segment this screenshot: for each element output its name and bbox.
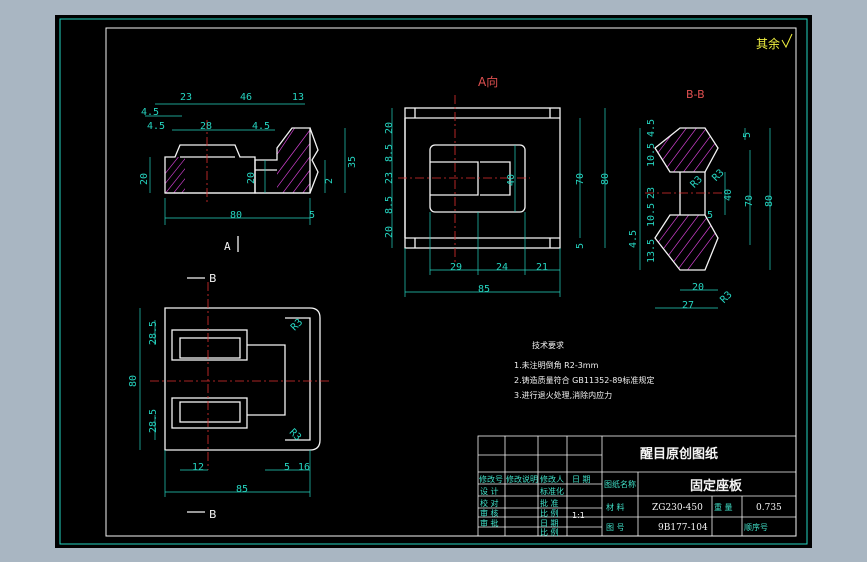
front-dim-20a: 20 <box>139 173 150 185</box>
tb-row-mid-1: 标准化 <box>540 486 564 496</box>
view-a-label: A向 <box>478 74 498 89</box>
tb-row-mid-0: 修改说明 <box>506 474 538 484</box>
viewa-dim-20b: 20 <box>384 226 395 238</box>
viewa-dim-80: 80 <box>600 173 611 185</box>
tb-row-extra-1: 日 期 <box>572 475 591 484</box>
viewa-dim-23: 23 <box>384 172 395 184</box>
top-dim-16: 16 <box>298 462 310 473</box>
front-dim-4-5b: 4.5 <box>147 121 165 132</box>
tb-row-mid-2: 批 准 <box>540 498 559 508</box>
bb-dim-4-5b: 4.5 <box>628 230 639 248</box>
front-dim-20b: 20 <box>246 172 257 184</box>
top-view <box>139 282 330 497</box>
tb-row-left-2: 校 对 <box>480 498 499 508</box>
front-dim-46: 46 <box>240 92 252 103</box>
tech-note-3: 3.进行退火处理,消除内应力 <box>514 390 612 400</box>
drawing-frame <box>105 27 797 537</box>
viewa-dim-20a: 20 <box>384 122 395 134</box>
viewa-dim-24: 24 <box>496 262 508 273</box>
roughness-check-icon <box>781 33 793 49</box>
viewa-dim-21: 21 <box>536 262 548 273</box>
tb-row-left-4: 审 批 <box>480 518 499 528</box>
top-marker-b-top: B <box>209 272 217 285</box>
bb-dim-4-5a: 4.5 <box>646 119 657 137</box>
tech-notes-heading: 技术要求 <box>532 340 564 350</box>
part-name-label: 图纸名称 <box>604 479 636 489</box>
tb-row-mid-4: 日 期 <box>540 519 559 528</box>
bb-dim-5b: 5 <box>707 210 713 221</box>
tb-row-left-0: 修改号 <box>479 474 503 484</box>
bb-dim-80: 80 <box>764 195 775 207</box>
front-dim-2: 2 <box>324 178 335 184</box>
scale-value: 1:1 <box>572 511 585 520</box>
part-name: 固定座板 <box>690 478 743 494</box>
tech-note-1: 1.未注明倒角 R2-3mm <box>514 360 599 370</box>
tb-row-left-1: 设 计 <box>480 486 499 496</box>
bb-dim-23: 23 <box>646 187 657 199</box>
title-block <box>477 435 797 537</box>
front-hatch-left <box>165 157 185 193</box>
top-dim-85: 85 <box>236 484 248 495</box>
view-a <box>391 95 606 297</box>
viewa-dim-8-5b: 8.5 <box>384 196 395 214</box>
sheet-border <box>59 18 808 545</box>
viewa-dim-8-5a: 8.5 <box>384 144 395 162</box>
front-dim-80: 80 <box>230 210 242 221</box>
front-dim-28: 28 <box>200 121 212 132</box>
top-dim-28-5a: 28.5 <box>148 321 159 345</box>
front-dim-23: 23 <box>180 92 192 103</box>
front-dim-4-5c: 4.5 <box>252 121 270 132</box>
section-bb-label: B-B <box>686 88 705 101</box>
viewa-dim-5: 5 <box>575 243 586 249</box>
front-hatch-right <box>277 128 310 193</box>
bb-dim-20: 20 <box>692 282 704 293</box>
tb-row-left-3: 审 核 <box>480 508 499 518</box>
drawing-no-label: 图 号 <box>606 523 625 532</box>
bb-dim-5: 5 <box>742 132 753 138</box>
tech-note-2: 2.铸造质量符合 GB11352-89标准规定 <box>514 375 654 385</box>
weight-value: 0.735 <box>756 503 782 513</box>
technical-notes: 技术要求 1.未注明倒角 R2-3mm 2.铸造质量符合 GB11352-89标… <box>514 340 654 400</box>
top-dim-28-5b: 28.5 <box>148 409 159 433</box>
front-view <box>145 103 346 225</box>
org-title: 醒目原创图纸 <box>640 446 718 462</box>
viewa-dim-70: 70 <box>575 173 586 185</box>
front-dim-4-5a: 4.5 <box>141 107 159 118</box>
roughness-mark: 其余 <box>756 36 780 51</box>
top-dim-12: 12 <box>192 462 204 473</box>
tb-row-extra-0: 修改人 <box>540 474 564 484</box>
bb-dim-13-5: 13.5 <box>646 239 657 263</box>
bb-dim-70: 70 <box>744 195 755 207</box>
bb-dim-40: 40 <box>723 189 734 201</box>
material-value: ZG230-450 <box>652 503 703 513</box>
top-dim-5: 5 <box>284 462 290 473</box>
weight-label: 重 量 <box>714 502 733 512</box>
front-dim-35: 35 <box>347 156 358 168</box>
viewa-dim-40: 40 <box>506 174 517 186</box>
top-marker-b-bottom: B <box>209 508 217 521</box>
bb-dim-10-5b: 10.5 <box>646 203 657 227</box>
drawing-no-value: 9B177-104 <box>658 523 708 533</box>
tb-row-mid-3: 比 例 <box>540 508 559 518</box>
viewa-dim-85: 85 <box>478 284 490 295</box>
scale-label: 比 例 <box>540 527 559 537</box>
front-dim-13: 13 <box>292 92 304 103</box>
bb-dim-27: 27 <box>682 300 694 311</box>
material-label: 材 料 <box>606 502 625 512</box>
front-section-marker: A <box>224 240 231 253</box>
section-b-b <box>639 127 771 309</box>
top-dim-80: 80 <box>128 375 139 387</box>
viewa-dim-29: 29 <box>450 262 462 273</box>
bb-dim-10-5a: 10.5 <box>646 143 657 167</box>
seq-label: 顺序号 <box>744 522 768 532</box>
front-dim-5: 5 <box>309 210 315 221</box>
